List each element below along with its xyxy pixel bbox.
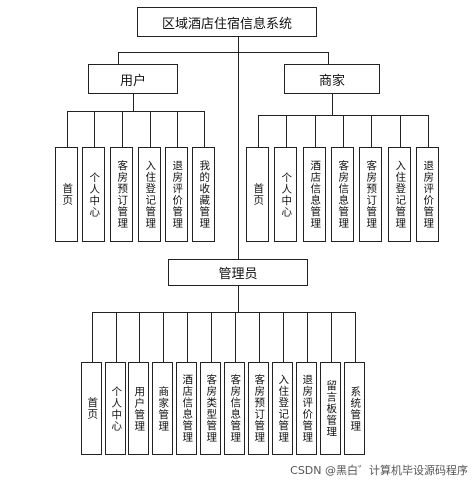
- csdn-watermark: CSDN @黑白゛计算机毕设源码程序: [290, 464, 468, 477]
- merchant-child-3: 客房信息管理: [331, 147, 354, 242]
- user-child-5-label: 我的收藏管理: [198, 160, 211, 229]
- admin-child-4: 酒店信息管理: [176, 362, 197, 455]
- merchant-child-2-label: 酒店信息管理: [309, 160, 322, 229]
- merchant-child-0: 首页: [246, 147, 269, 242]
- user-child-2-label: 客房预订管理: [116, 160, 129, 229]
- merchant-child-4: 客房预订管理: [359, 147, 382, 242]
- admin-child-0-label: 首页: [86, 397, 99, 420]
- admin-drop-3: [163, 312, 164, 362]
- admin-drop-2: [139, 312, 140, 362]
- user-child-1: 个人中心: [82, 147, 105, 242]
- merchant-box: 商家: [284, 64, 380, 94]
- root-branch-bar: [118, 52, 329, 53]
- user-drop-1: [94, 111, 95, 147]
- merchant-drop-6: [428, 115, 429, 147]
- merchant-drop-5: [400, 115, 401, 147]
- user-child-3-label: 入住登记管理: [144, 160, 157, 229]
- admin-child-11-label: 系统管理: [349, 385, 362, 432]
- user-drop-3: [150, 111, 151, 147]
- admin-child-5-label: 客房类型管理: [205, 374, 218, 443]
- admin-child-7-label: 客房预订管理: [253, 374, 266, 443]
- admin-child-7: 客房预订管理: [248, 362, 269, 455]
- admin-drop-1: [116, 312, 117, 362]
- merchant-child-1-label: 个人中心: [280, 171, 293, 218]
- admin-drop-6: [235, 312, 236, 362]
- admin-box-label: 管理员: [218, 267, 258, 282]
- merchant-child-1: 个人中心: [274, 147, 297, 242]
- user-child-3: 入住登记管理: [138, 147, 161, 242]
- user-drop-2: [122, 111, 123, 147]
- merchant-child-5: 入住登记管理: [388, 147, 411, 242]
- merchant-child-0-label: 首页: [252, 183, 265, 206]
- admin-child-9-label: 退房评价管理: [301, 374, 314, 443]
- admin-drop-11: [355, 312, 356, 362]
- user-drop-0: [67, 111, 68, 147]
- admin-child-8: 入住登记管理: [272, 362, 293, 455]
- user-child-1-label: 个人中心: [88, 171, 101, 218]
- admin-drop-0: [92, 312, 93, 362]
- admin-child-2: 用户管理: [128, 362, 149, 455]
- user-box: 用户: [88, 64, 178, 94]
- merchant-child-3-label: 客房信息管理: [337, 160, 350, 229]
- merchant-drop-2: [315, 115, 316, 147]
- merchant-drop-4: [371, 115, 372, 147]
- user-child-5: 我的收藏管理: [192, 147, 215, 242]
- admin-drop-8: [283, 312, 284, 362]
- admin-child-5: 客房类型管理: [200, 362, 221, 455]
- admin-child-4-label: 酒店信息管理: [181, 374, 194, 443]
- user-stem: [133, 94, 134, 111]
- admin-drop-10: [331, 312, 332, 362]
- user-child-4-label: 退房评价管理: [171, 160, 184, 229]
- root-box-label: 区域酒店住宿信息系统: [161, 16, 292, 32]
- admin-drop-7: [259, 312, 260, 362]
- user-box-label: 用户: [119, 73, 146, 89]
- admin-child-3-label: 商家管理: [157, 385, 170, 432]
- admin-child-6: 客房信息管理: [224, 362, 245, 455]
- root-spine: [238, 37, 239, 259]
- user-child-2: 客房预订管理: [110, 147, 133, 242]
- admin-child-2-label: 用户管理: [133, 385, 146, 432]
- merchant-child-5-label: 入住登记管理: [394, 160, 407, 229]
- user-drop-5: [204, 111, 205, 147]
- merchant-box-label: 商家: [318, 73, 345, 89]
- user-bar: [67, 111, 205, 112]
- merchant-stem: [332, 94, 333, 115]
- user-connector: [118, 52, 119, 64]
- merchant-child-6-label: 退房评价管理: [422, 160, 435, 229]
- admin-child-3: 商家管理: [152, 362, 173, 455]
- admin-stem: [238, 286, 239, 312]
- merchant-child-2: 酒店信息管理: [303, 147, 326, 242]
- merchant-drop-1: [286, 115, 287, 147]
- admin-bar: [92, 312, 356, 313]
- admin-child-9: 退房评价管理: [296, 362, 317, 455]
- admin-child-0: 首页: [81, 362, 102, 455]
- admin-child-8-label: 入住登记管理: [277, 374, 290, 443]
- admin-child-10-label: 留言板管理: [325, 379, 338, 438]
- admin-drop-5: [211, 312, 212, 362]
- user-child-4: 退房评价管理: [165, 147, 188, 242]
- merchant-child-4-label: 客房预订管理: [365, 160, 378, 229]
- merchant-connector: [328, 52, 329, 64]
- admin-child-11: 系统管理: [344, 362, 365, 455]
- merchant-drop-3: [343, 115, 344, 147]
- root-box: 区域酒店住宿信息系统: [137, 7, 317, 37]
- merchant-child-6: 退房评价管理: [416, 147, 439, 242]
- user-drop-4: [177, 111, 178, 147]
- admin-drop-9: [307, 312, 308, 362]
- merchant-drop-0: [258, 115, 259, 147]
- admin-child-1: 个人中心: [105, 362, 126, 455]
- user-child-0: 首页: [55, 147, 78, 242]
- admin-child-1-label: 个人中心: [110, 385, 123, 432]
- admin-box: 管理员: [168, 259, 308, 286]
- admin-child-6-label: 客房信息管理: [229, 374, 242, 443]
- admin-drop-4: [187, 312, 188, 362]
- user-child-0-label: 首页: [61, 183, 74, 206]
- admin-child-10: 留言板管理: [320, 362, 341, 455]
